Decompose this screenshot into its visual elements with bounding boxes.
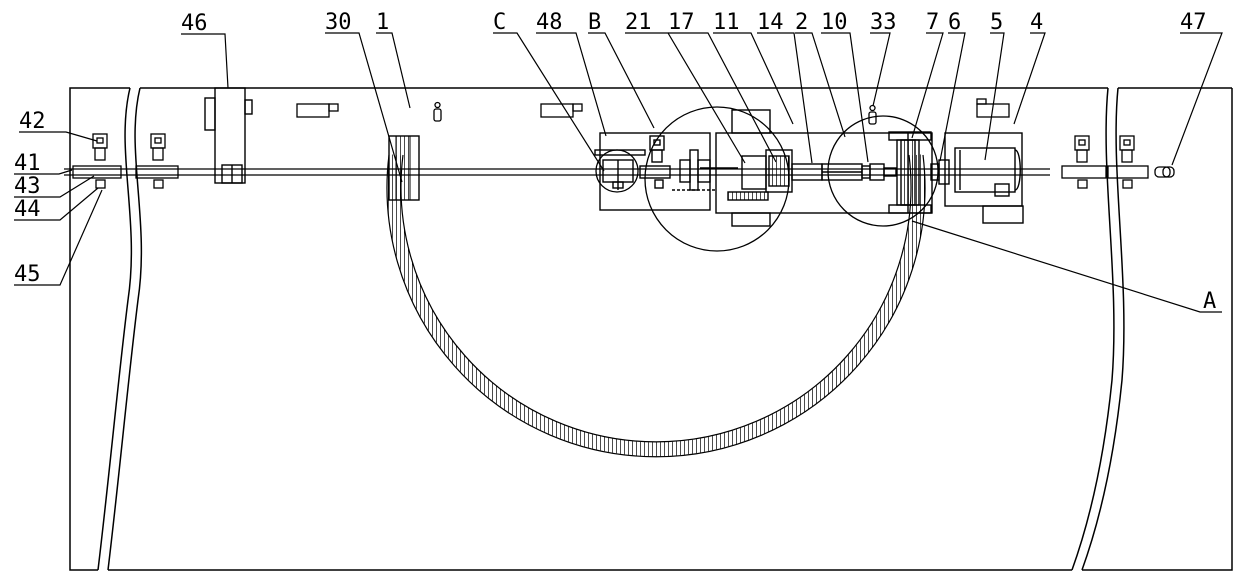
component-48-housing bbox=[594, 132, 738, 211]
label-11: 11 bbox=[713, 10, 740, 35]
leader-lines bbox=[14, 32, 1223, 313]
component-47-coupling bbox=[1154, 166, 1175, 178]
label-6: 6 bbox=[948, 10, 961, 35]
detail-circles bbox=[595, 106, 939, 252]
label-10: 10 bbox=[821, 10, 848, 35]
right-bearings bbox=[1061, 135, 1149, 189]
label-7: 7 bbox=[926, 10, 939, 35]
label-41: 41 bbox=[14, 151, 41, 176]
top-small-parts bbox=[296, 98, 1010, 125]
label-21: 21 bbox=[625, 10, 652, 35]
left-bearing-2 bbox=[135, 133, 179, 189]
pinion-gear-7 bbox=[888, 131, 932, 214]
label-30: 30 bbox=[325, 10, 352, 35]
curved-rack bbox=[386, 135, 926, 458]
label-43: 43 bbox=[14, 174, 41, 199]
label-47: 47 bbox=[1180, 10, 1207, 35]
label-1: 1 bbox=[376, 10, 389, 35]
label-48: 48 bbox=[536, 10, 563, 35]
base-plate bbox=[69, 87, 1233, 571]
main-shaft bbox=[64, 168, 1050, 176]
label-17: 17 bbox=[668, 10, 695, 35]
label-B: B bbox=[588, 10, 601, 35]
label-42: 42 bbox=[19, 109, 46, 134]
label-45: 45 bbox=[14, 262, 41, 287]
motor-assembly bbox=[930, 132, 1024, 224]
label-2: 2 bbox=[795, 10, 808, 35]
label-A: A bbox=[1203, 289, 1216, 314]
label-14: 14 bbox=[757, 10, 784, 35]
label-4: 4 bbox=[1030, 10, 1043, 35]
label-5: 5 bbox=[990, 10, 1003, 35]
component-46-bracket bbox=[204, 87, 253, 184]
carriage-block bbox=[715, 109, 933, 227]
label-33: 33 bbox=[870, 10, 897, 35]
label-46: 46 bbox=[181, 11, 208, 36]
label-44: 44 bbox=[14, 197, 41, 222]
part-labels: 42 41 43 44 45 46 30 1 C 48 B 21 17 11 1… bbox=[14, 10, 1216, 314]
label-C: C bbox=[493, 10, 506, 35]
left-bearing-42 bbox=[72, 133, 122, 189]
